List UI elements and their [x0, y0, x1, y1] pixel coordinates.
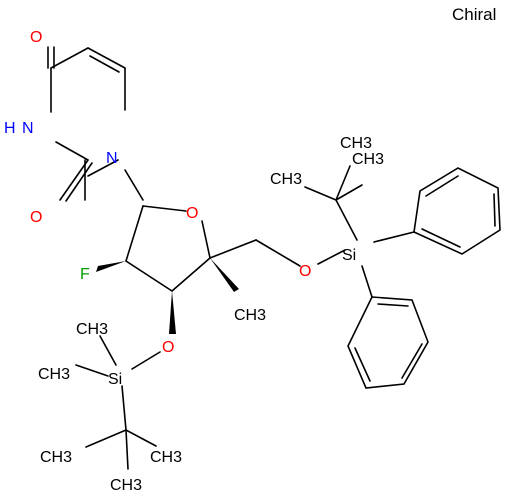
wedge-c3-o — [169, 291, 176, 334]
uracil-bonds — [47, 46, 144, 202]
atom-n1: N — [106, 150, 118, 167]
tbdps-bonds — [304, 165, 415, 298]
atom-f: F — [80, 266, 90, 283]
atom-o-bottom: O — [30, 209, 42, 226]
tbdps-methyl-left: CH3 — [270, 171, 302, 188]
tbu-methyl-bottom: CH3 — [110, 477, 142, 494]
chiral-label: Chiral — [452, 5, 496, 24]
tbu-methyl-right: CH3 — [150, 449, 182, 466]
atom-si-tbdps: Si — [342, 247, 356, 264]
wedge-c4-ch3 — [210, 258, 239, 292]
phenyl-ring-1 — [413, 167, 501, 255]
atom-o-top: O — [30, 29, 42, 46]
tbdms-bonds — [75, 335, 161, 470]
ring-methyl-label: CH3 — [234, 307, 266, 324]
tbdms-methyl-top: CH3 — [76, 321, 108, 338]
atom-o-tbdms: O — [162, 339, 174, 356]
tbdps-methyl-top: CH3 — [340, 135, 372, 152]
sugar-bonds — [125, 205, 346, 292]
tbdps-methyl-right: CH3 — [352, 151, 384, 168]
atom-o-ring: O — [186, 205, 198, 222]
atom-o-link: O — [299, 263, 311, 280]
wedge-c2-f — [96, 261, 126, 272]
atom-nh-n: N — [22, 120, 34, 137]
atom-nh-h: H — [4, 120, 16, 137]
atom-si-tbdms: Si — [108, 371, 122, 388]
tbu-methyl-left: CH3 — [40, 449, 72, 466]
phenyl-ring-2 — [347, 296, 429, 389]
tbdms-methyl-left: CH3 — [38, 366, 70, 383]
